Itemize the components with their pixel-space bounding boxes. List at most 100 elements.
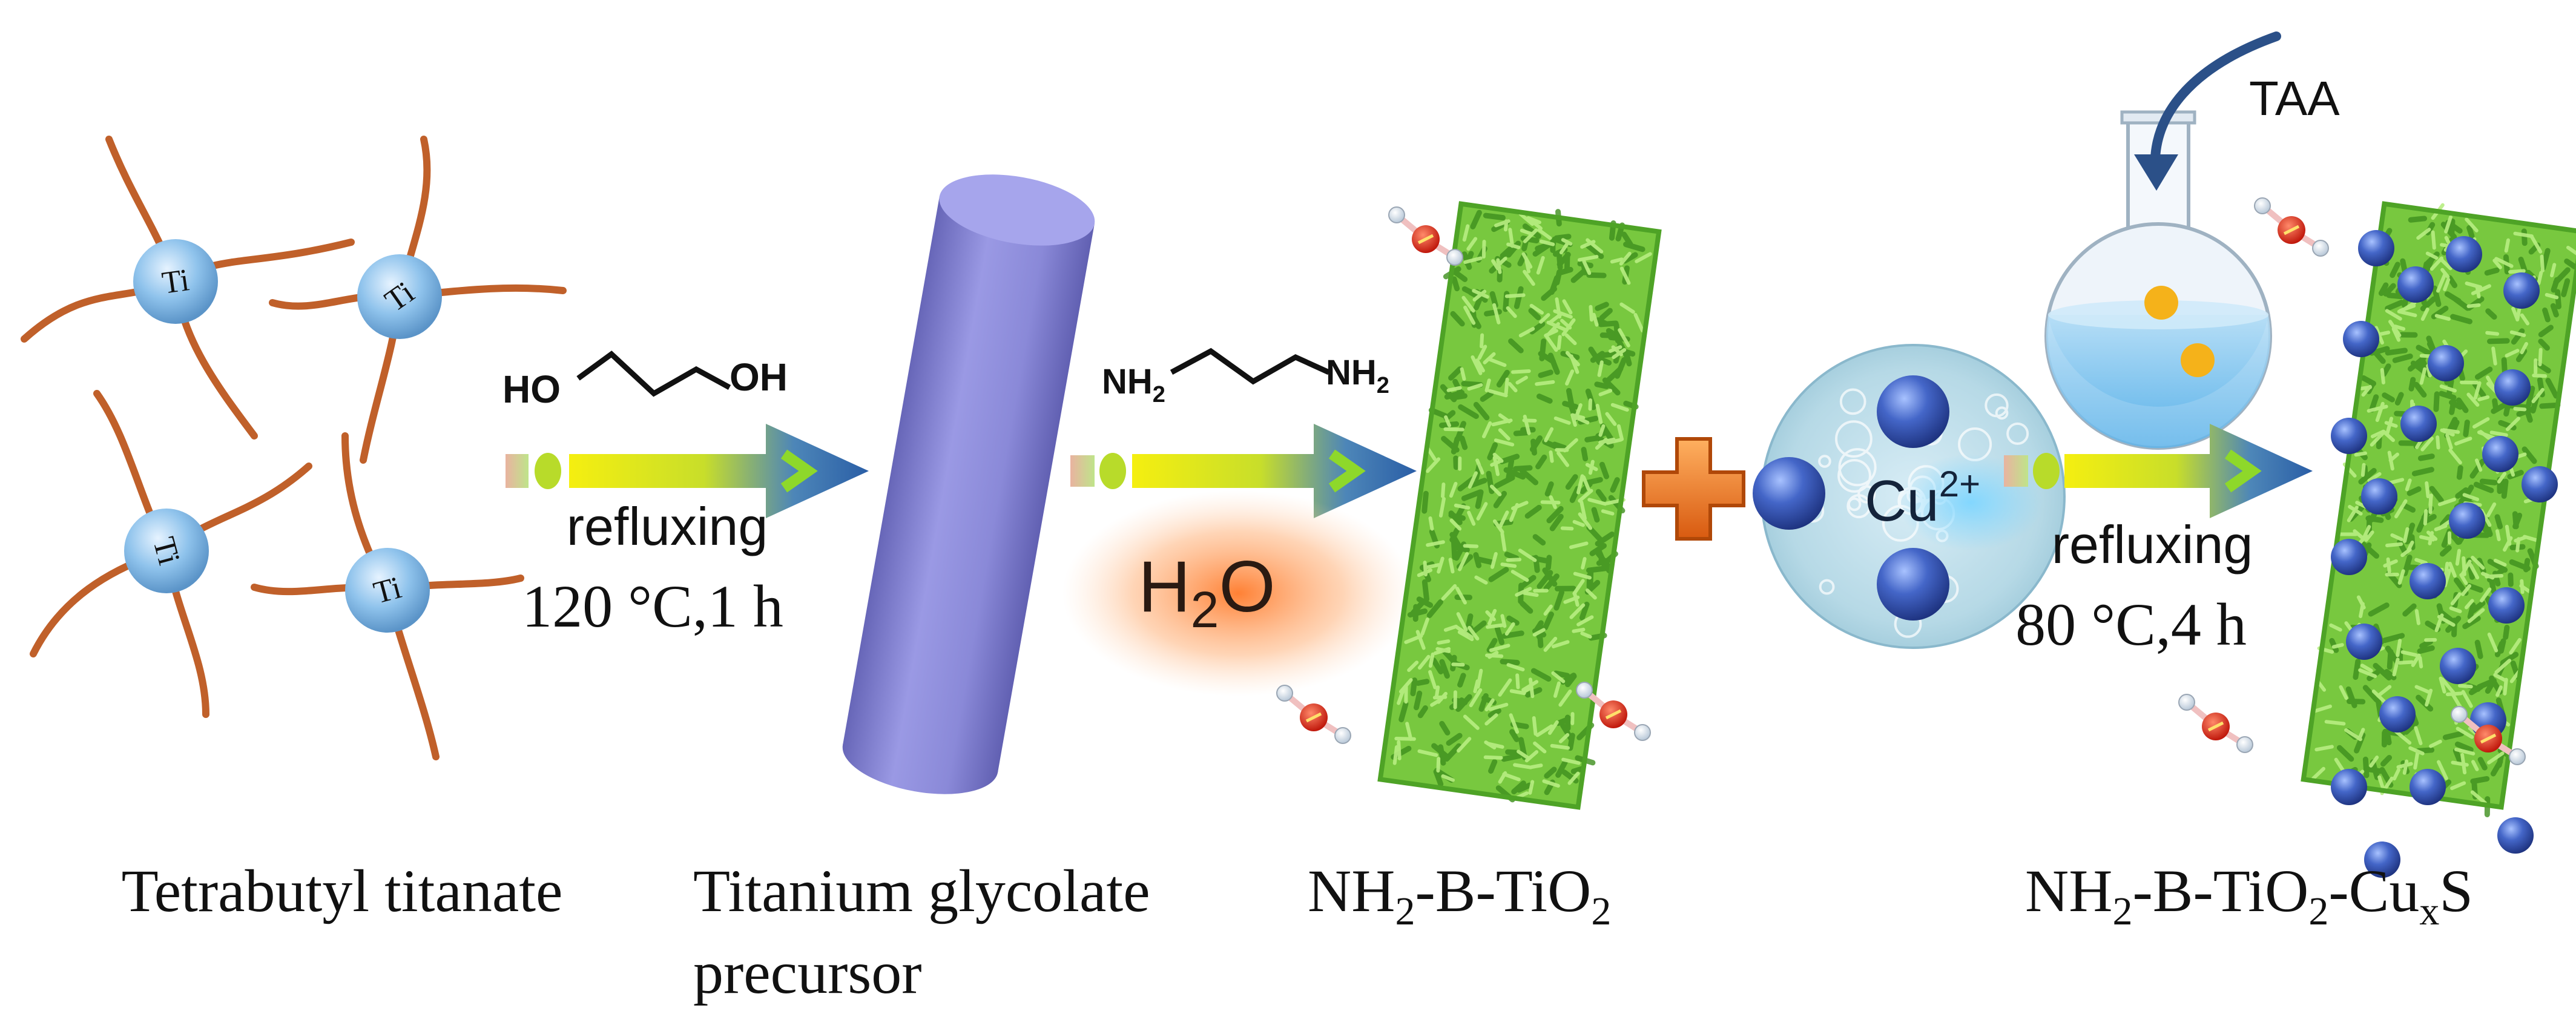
- nanosheet-texture: [2390, 262, 2400, 278]
- nanosheet-texture: [1394, 737, 1416, 741]
- nanosheet-texture: [1483, 755, 1503, 760]
- nanosheet-texture: [1428, 652, 1435, 668]
- nanosheet-texture: [2491, 346, 2497, 366]
- nanosheet-texture: [1616, 424, 1624, 441]
- nanosheet-texture: [2414, 685, 2430, 694]
- nanosheet-texture: [1543, 611, 1554, 631]
- nanosheet-texture: [2550, 263, 2557, 278]
- nanosheet-texture: [1601, 509, 1615, 516]
- cuxs-nanoparticle: [2522, 466, 2558, 502]
- nanosheet-texture: [2404, 522, 2416, 545]
- ti-sphere: [345, 548, 430, 633]
- nanosheet-texture: [1405, 722, 1413, 741]
- nanosheet-texture: [1588, 459, 1595, 475]
- nanosheet-texture: [2398, 440, 2422, 446]
- nanosheet-texture: [1480, 390, 1494, 402]
- nanosheet-texture: [2485, 331, 2500, 336]
- nanosheet-texture: [2397, 569, 2405, 585]
- nanosheet-texture: [1523, 269, 1535, 286]
- nanosheet-texture: [1594, 381, 1610, 389]
- nanosheet-texture: [1561, 238, 1573, 246]
- nanosheet-texture: [2532, 374, 2548, 378]
- nanosheet-texture: [1521, 680, 1539, 692]
- nanosheet-texture: [2449, 606, 2462, 613]
- nanosheet-texture: [2392, 768, 2400, 781]
- nanosheet-texture: [2416, 694, 2434, 712]
- nanosheet-texture: [1587, 498, 1607, 506]
- nanosheet-texture: [1491, 259, 1500, 271]
- nanosheet-texture: [1434, 685, 1440, 699]
- nanosheet-texture: [1410, 599, 1426, 616]
- nanosheet-texture: [1501, 630, 1524, 639]
- nanosheet-texture: [1569, 354, 1580, 374]
- ti-label: Ti: [160, 263, 191, 301]
- nanosheet-texture: [2449, 218, 2456, 237]
- nanosheet-texture: [2540, 254, 2545, 272]
- nanosheet-texture: [1619, 251, 1632, 266]
- nanosheet-texture: [1449, 532, 1464, 553]
- nanosheet-texture: [2373, 663, 2392, 681]
- nanosheet-texture: [1449, 267, 1468, 282]
- cuxs-nanoparticle: [2428, 345, 2464, 381]
- nanosheet-texture: [2553, 267, 2571, 285]
- nanosheet-texture: [2456, 726, 2474, 739]
- nanosheet-texture: [1554, 269, 1563, 286]
- nanosheet-texture: [2416, 344, 2433, 357]
- nanosheet-texture: [1560, 526, 1574, 531]
- nanosheet-texture: [2445, 691, 2463, 697]
- nanosheet-texture: [1598, 557, 1612, 574]
- nanosheet-texture: [2450, 592, 2462, 605]
- nanosheet-texture: [1496, 369, 1510, 388]
- nanosheet-texture: [1556, 451, 1569, 467]
- nanosheet-texture: [2394, 392, 2404, 406]
- nanosheet-texture: [1484, 698, 1495, 712]
- nanosheet-texture: [1480, 333, 1484, 349]
- nanosheet-texture: [2505, 417, 2521, 432]
- nanosheet-texture: [1610, 257, 1624, 264]
- nanosheet-texture: [2514, 535, 2528, 543]
- nanosheet-texture: [1497, 510, 1509, 530]
- nanosheet-texture: [1565, 474, 1578, 490]
- nanosheet-texture: [2411, 467, 2434, 476]
- nanosheet-texture: [1522, 223, 1541, 239]
- nanosheet-texture: [2439, 390, 2457, 401]
- cuxs-nanoparticle: [2503, 272, 2540, 309]
- nanosheet-texture: [2408, 216, 2428, 223]
- nanosheet-texture: [2329, 623, 2342, 632]
- taa-addition-arrow: [2134, 31, 2281, 191]
- nanosheet-texture: [2384, 730, 2392, 746]
- nanosheet-texture: [2381, 363, 2391, 377]
- nanosheet-texture: [1484, 378, 1491, 392]
- nanosheet-texture: [2496, 745, 2506, 768]
- nanosheet-texture: [2436, 272, 2447, 293]
- cu-sphere: [1877, 375, 1949, 448]
- nanosheet-texture: [2382, 633, 2405, 644]
- nanosheet-texture: [2370, 430, 2385, 438]
- nanosheet-texture: [2414, 609, 2420, 625]
- nanosheet-texture: [1421, 490, 1429, 514]
- ethylenediamine-structure: NH2 NH2: [1102, 347, 1389, 407]
- nanosheet-texture: [1578, 489, 1593, 503]
- nanosheet-texture: [1518, 548, 1537, 562]
- nanosheet-texture: [1496, 258, 1502, 274]
- nanosheet-texture: [1457, 673, 1466, 688]
- nanosheet-texture: [1573, 571, 1592, 580]
- nanosheet-texture: [1610, 477, 1620, 493]
- nanosheet-texture: [1487, 389, 1508, 398]
- nanosheet-texture: [2452, 748, 2463, 764]
- nanosheet-texture: [1582, 260, 1592, 275]
- nanosheet-texture: [2383, 283, 2396, 297]
- nanosheet-texture: [1458, 404, 1479, 420]
- nanosheet-texture: [2387, 649, 2394, 670]
- nanosheet-texture: [1529, 303, 1544, 315]
- nanosheet-texture: [1567, 733, 1575, 751]
- water-molecule-icon: [1389, 207, 1463, 265]
- nanosheet-texture: [1515, 375, 1528, 385]
- nanosheet-texture: [1441, 482, 1446, 498]
- nanosheet-texture: [2466, 225, 2475, 239]
- nanosheet-texture: [1619, 266, 1631, 285]
- nanosheet-texture: [2414, 558, 2428, 565]
- nanosheet-texture: [2545, 292, 2559, 300]
- nanosheet-texture: [2418, 656, 2423, 669]
- nanosheet-texture: [2385, 309, 2402, 321]
